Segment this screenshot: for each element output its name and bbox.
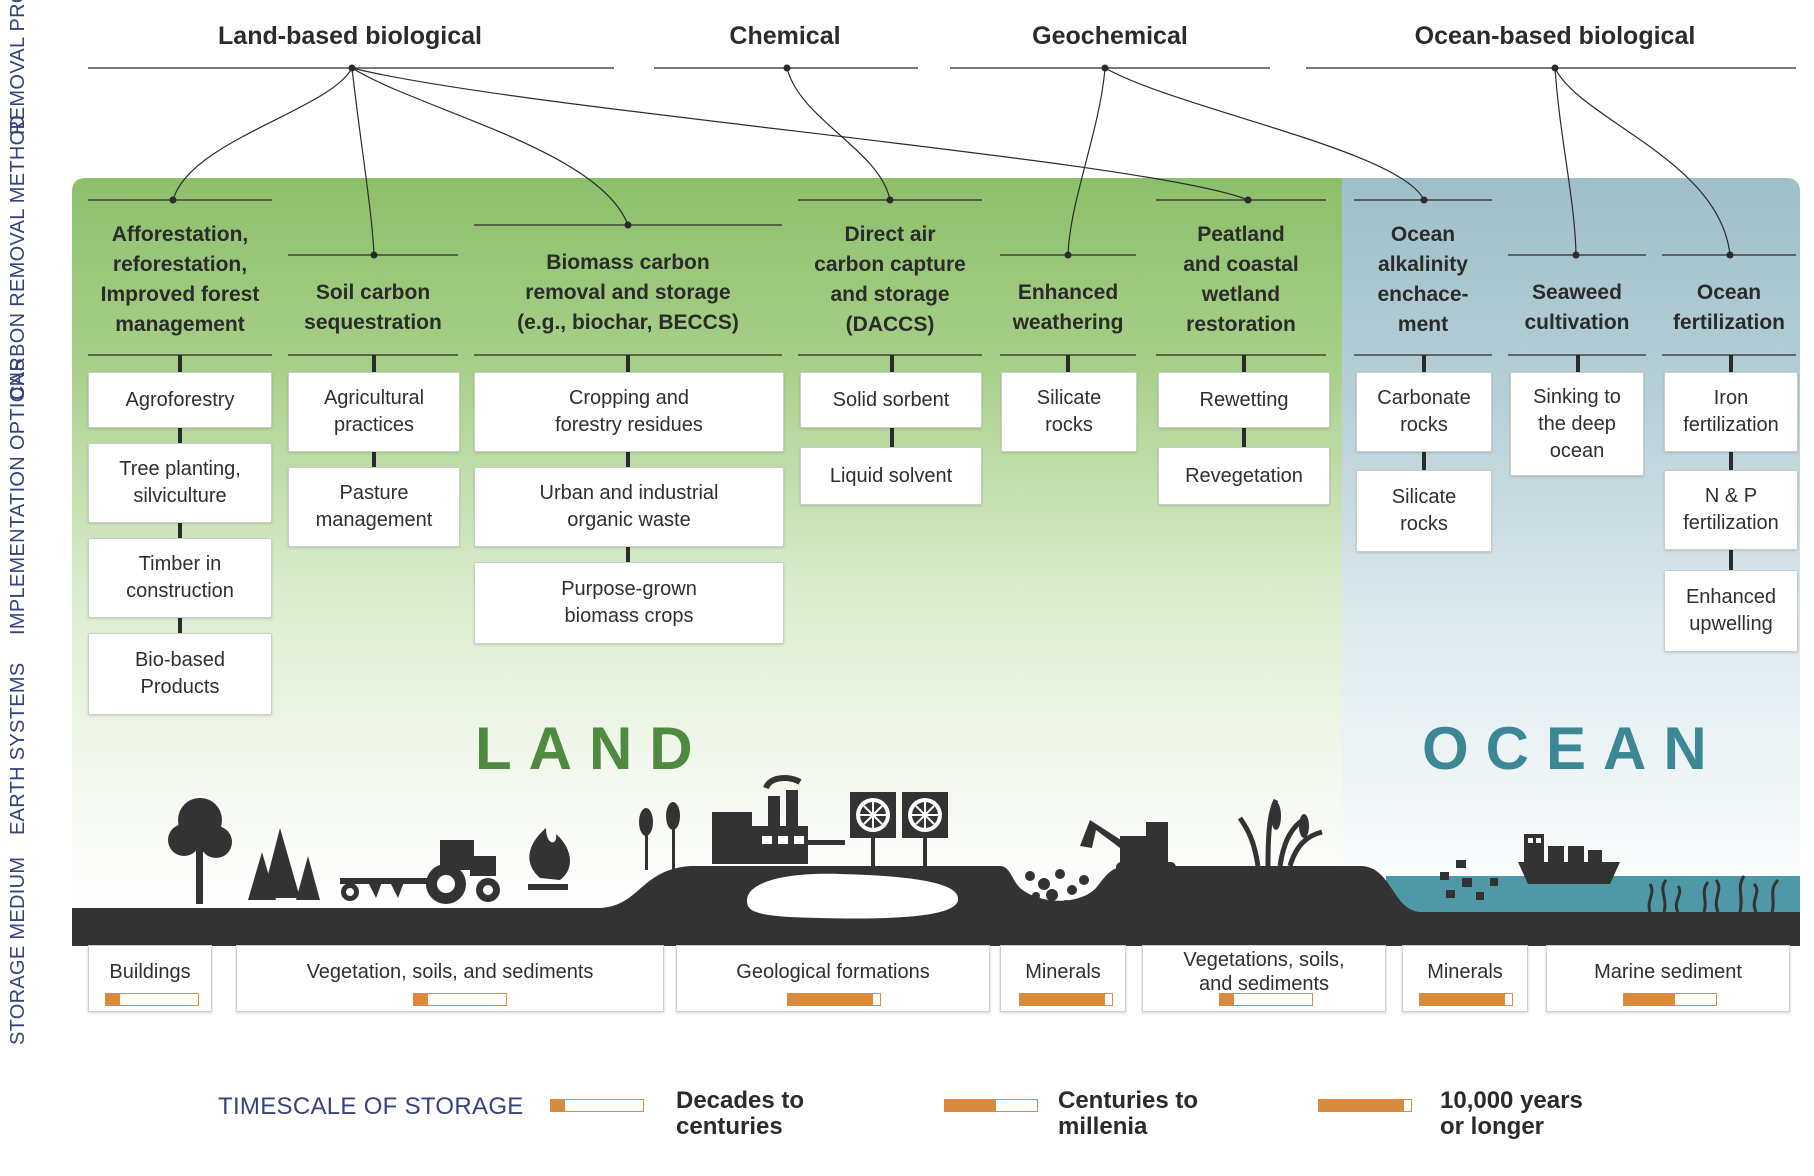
storage-label: Geological formations xyxy=(736,961,930,983)
timescale-fill xyxy=(1420,994,1505,1005)
pine-trees-icon xyxy=(248,828,320,900)
method-soil-carbon: Soil carbon sequestration xyxy=(304,280,442,334)
legend-bar-decades xyxy=(550,1099,644,1112)
timescale-bar xyxy=(1419,993,1513,1006)
option-silicate-rocks-weathering: Silicate rocks xyxy=(1001,372,1137,452)
option-silicate-rocks-ocean: Silicate rocks xyxy=(1356,470,1492,552)
option-carbonate-rocks: Carbonate rocks xyxy=(1356,372,1492,452)
timescale-fill xyxy=(1624,994,1675,1005)
option-solid-sorbent: Solid sorbent xyxy=(800,372,982,428)
method-seaweed: Seaweed cultivation xyxy=(1524,280,1630,334)
storage-label: Buildings xyxy=(109,961,191,983)
storage-buildings: Buildings xyxy=(88,945,212,1012)
option-enhanced-upwelling: Enhanced upwelling xyxy=(1664,570,1798,652)
option-urban-industrial-waste: Urban and industrial organic waste xyxy=(474,467,784,547)
option-cropping-residues: Cropping and forestry residues xyxy=(474,372,784,452)
option-bio-based-products: Bio-based Products xyxy=(88,633,272,715)
storage-label: Marine sediment xyxy=(1594,961,1742,983)
option-timber-construction: Timber in construction xyxy=(88,538,272,618)
timescale-bar xyxy=(1019,993,1113,1006)
timescale-fill xyxy=(1220,994,1234,1005)
legend-title: TIMESCALE OF STORAGE xyxy=(218,1093,524,1120)
timescale-fill xyxy=(414,994,428,1005)
storage-vegetations-soils-sediments: Vegetations, soils, and sediments xyxy=(1142,945,1386,1012)
option-agroforestry: Agroforestry xyxy=(88,372,272,428)
method-peatland-wetland: Peatland and coastal wetland restoration xyxy=(1183,223,1299,336)
method-daccs: Direct air carbon capture and storage (D… xyxy=(814,223,966,336)
option-sinking-deep-ocean: Sinking to the deep ocean xyxy=(1510,372,1644,476)
timescale-bar xyxy=(787,993,881,1006)
method-afforestation: Afforestation, reforestation, Improved f… xyxy=(100,223,260,336)
dac-fans-icon xyxy=(850,792,948,870)
process-ocean-based-biological: Ocean-based biological xyxy=(1414,22,1696,50)
method-ocean-fertilization: Ocean fertilization xyxy=(1672,280,1785,334)
option-revegetation: Revegetation xyxy=(1158,447,1330,505)
earth-system-land: LAND xyxy=(475,715,710,782)
factory-icon xyxy=(712,775,845,864)
wheat-icon xyxy=(639,802,680,870)
option-pasture-management: Pasture management xyxy=(288,467,460,547)
option-liquid-solvent: Liquid solvent xyxy=(800,447,982,505)
legend-label-centuries: Centuries to millenia xyxy=(1058,1087,1199,1140)
tractor-icon xyxy=(340,840,500,904)
option-tree-planting: Tree planting, silviculture xyxy=(88,443,272,523)
option-agricultural-practices: Agricultural practices xyxy=(288,372,460,452)
process-chemical: Chemical xyxy=(729,22,841,50)
option-iron-fertilization: Iron fertilization xyxy=(1664,372,1798,452)
ocean-rocks-icon xyxy=(1440,860,1498,900)
legend-label-10000-years: 10,000 years or longer xyxy=(1440,1087,1583,1140)
timescale-bar xyxy=(413,993,507,1006)
storage-label: Vegetation, soils, and sediments xyxy=(306,961,594,983)
option-rewetting: Rewetting xyxy=(1158,372,1330,428)
ship-icon xyxy=(1518,834,1620,884)
legend-fill xyxy=(1319,1100,1404,1111)
ocean-panel xyxy=(1342,178,1800,915)
wetland-reeds-icon xyxy=(1237,798,1323,867)
timescale-fill xyxy=(106,994,120,1005)
storage-geological-formations: Geological formations xyxy=(676,945,990,1012)
legend-bar-centuries xyxy=(944,1099,1038,1112)
timescale-fill xyxy=(1020,994,1105,1005)
seaweed-icon xyxy=(1647,875,1780,913)
tree-icon xyxy=(168,798,232,904)
method-ocean-alkalinity: Ocean alkalinity enchace- ment xyxy=(1377,223,1469,336)
storage-minerals-land: Minerals xyxy=(1000,945,1126,1012)
storage-label: Minerals xyxy=(1427,961,1503,983)
timescale-fill xyxy=(788,994,873,1005)
option-purpose-grown-crops: Purpose-grown biomass crops xyxy=(474,562,784,644)
storage-vegetation-soils: Vegetation, soils, and sediments xyxy=(236,945,664,1012)
earth-system-ocean: OCEAN xyxy=(1422,715,1724,782)
method-biomass-carbon: Biomass carbon removal and storage (e.g.… xyxy=(517,250,739,334)
option-np-fertilization: N & P fertilization xyxy=(1664,470,1798,550)
legend-bar-10000-years xyxy=(1318,1099,1412,1112)
process-land-based-biological: Land-based biological xyxy=(218,22,482,50)
storage-label: Vegetations, soils, and sediments xyxy=(1183,949,1345,995)
legend-fill xyxy=(945,1100,996,1111)
geological-pocket xyxy=(746,873,959,919)
rocks-icon xyxy=(1025,869,1089,908)
timescale-bar xyxy=(1623,993,1717,1006)
timescale-bar xyxy=(1219,993,1313,1006)
fire-icon xyxy=(528,828,571,890)
storage-marine-sediment: Marine sediment xyxy=(1546,945,1790,1012)
timescale-bar xyxy=(105,993,199,1006)
legend-label-decades: Decades to centuries xyxy=(676,1087,805,1140)
legend-fill xyxy=(551,1100,565,1111)
method-enhanced-weathering: Enhanced weathering xyxy=(1012,280,1124,334)
storage-minerals-ocean: Minerals xyxy=(1402,945,1528,1012)
storage-label: Minerals xyxy=(1025,961,1101,983)
process-geochemical: Geochemical xyxy=(1032,22,1188,50)
excavator-icon xyxy=(1080,820,1176,872)
